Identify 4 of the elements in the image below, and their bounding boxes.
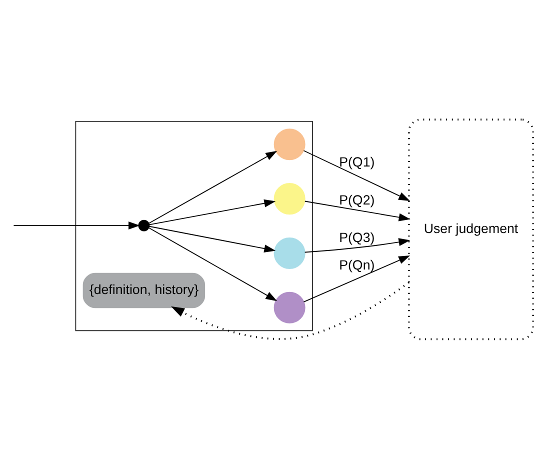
edge-label: P(Q3) [339, 230, 375, 245]
edge-label: P(Qn) [339, 258, 375, 273]
edge-label: P(Q2) [339, 192, 375, 208]
edge-label: P(Q1) [339, 154, 375, 170]
